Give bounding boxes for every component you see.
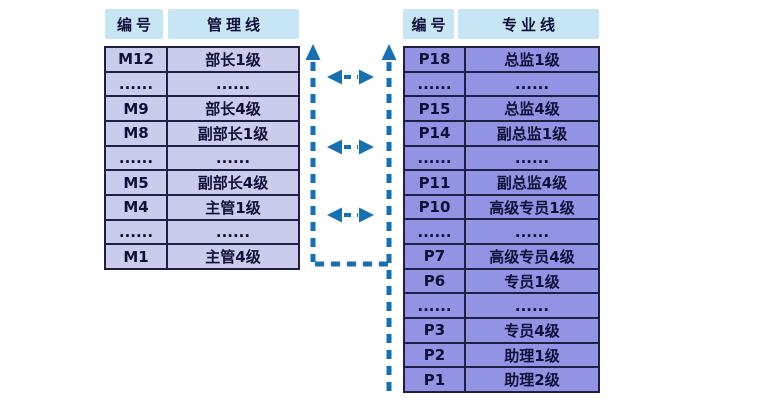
grade-title-cell: ...... [168,72,298,96]
grade-title-cell: ...... [168,146,298,170]
grade-title-cell: 总监4级 [466,97,598,120]
professional-id-header: 编号 [403,9,454,39]
grade-code-cell: ...... [405,294,464,318]
grade-code-cell: ...... [106,220,166,244]
grade-title-cell: ...... [466,220,598,244]
grade-code-cell: ...... [106,72,166,96]
grade-title-cell: 部长4级 [168,97,298,120]
grade-title-cell: 高级专员4级 [466,245,598,268]
grade-title-cell: 专员1级 [466,269,598,293]
grade-title-cell: 主管1级 [168,195,298,219]
grade-title-cell: ...... [168,220,298,244]
grade-code-cell: M5 [106,171,166,194]
grade-code-cell: P2 [405,343,464,367]
grade-title-cell: 主管4级 [168,245,298,268]
grade-code-cell: ...... [405,146,464,170]
grade-title-cell: 部长1级 [168,48,298,71]
professional-promotion-up-arrow-icon [381,44,397,392]
grade-title-cell: 助理1级 [466,343,598,367]
management-promotion-up-arrow-icon [305,44,321,262]
grade-code-cell: ...... [405,220,464,244]
grade-code-cell: M8 [106,121,166,145]
grade-code-cell: P11 [405,171,464,194]
grade-code-cell: P14 [405,121,464,145]
grade-code-cell: P7 [405,245,464,268]
grade-title-cell: 总监1级 [466,48,598,71]
grade-title-cell: 助理2级 [466,368,598,391]
grade-code-cell: M4 [106,195,166,219]
level-transfer-double-arrow-icon [327,69,374,85]
grade-code-cell: M9 [106,97,166,120]
level-transfer-double-arrow-icon [327,207,374,223]
grade-title-cell: ...... [466,146,598,170]
management-track-header: 管理线 [168,9,299,39]
grade-code-cell: ...... [405,72,464,96]
grade-code-cell: P18 [405,48,464,71]
grade-title-cell: 专员4级 [466,319,598,342]
grade-code-cell: P1 [405,368,464,391]
grade-title-cell: 副总监4级 [466,171,598,194]
grade-code-cell: P15 [405,97,464,120]
grade-title-cell: 副总监1级 [466,121,598,145]
grade-code-cell: P6 [405,269,464,293]
grade-title-cell: ...... [466,72,598,96]
grade-code-cell: M12 [106,48,166,71]
grade-code-cell: M1 [106,245,166,268]
grade-code-cell: P3 [405,319,464,342]
grade-title-cell: ...... [466,294,598,318]
level-transfer-double-arrow-icon [327,139,374,155]
grade-title-cell: 副部长4级 [168,171,298,194]
grade-code-cell: ...... [106,146,166,170]
management-id-header: 编号 [105,9,163,39]
professional-track-header: 专业线 [458,9,599,39]
grade-code-cell: P10 [405,195,464,219]
grade-title-cell: 高级专员1级 [466,195,598,219]
grade-title-cell: 副部长1级 [168,121,298,145]
